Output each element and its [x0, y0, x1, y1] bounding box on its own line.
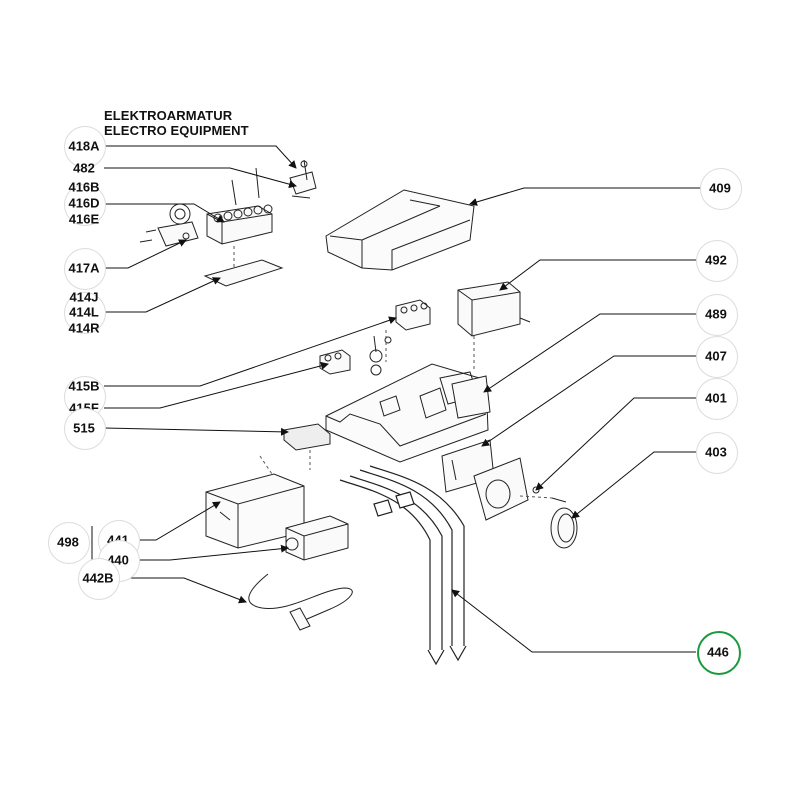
part-number-414L: 414L [69, 304, 99, 320]
leader-440 [140, 544, 289, 561]
leader-414 [104, 277, 221, 313]
part-number-403: 403 [705, 444, 727, 460]
part-number-409: 409 [709, 180, 731, 196]
part-number-498: 498 [57, 534, 79, 550]
leader-416D [104, 203, 225, 223]
leader-417A [104, 239, 187, 269]
leader-403 [571, 451, 696, 519]
leader-415B [104, 316, 397, 387]
knob-drawing [550, 507, 578, 549]
leader-442B [120, 577, 247, 604]
part-number-417A: 417A [68, 260, 100, 276]
pipe-pair-drawing [339, 465, 467, 666]
callout-418A[interactable] [64, 126, 106, 168]
callout-407[interactable] [696, 336, 738, 378]
part-number-407: 407 [705, 348, 727, 364]
callout-489[interactable] [696, 294, 738, 336]
part-number-446: 446 [707, 644, 729, 660]
part-number-401: 401 [705, 390, 727, 406]
cable-clamp-drawing [139, 203, 199, 247]
leader-418A [104, 145, 297, 169]
knob-housing-drawing [473, 457, 567, 521]
part-number-414R: 414R [68, 320, 100, 336]
enclosure-box-drawing [205, 473, 305, 549]
callout-492[interactable] [696, 240, 738, 282]
cover-drawing [325, 189, 475, 271]
part-number-418A: 418A [68, 138, 100, 154]
chassis-plate-drawing [325, 335, 489, 463]
leader-415F [104, 361, 329, 409]
leader-409 [469, 187, 702, 206]
callout-446-highlighted[interactable] [697, 631, 741, 675]
leader-lines [103, 145, 702, 653]
leader-407 [481, 355, 696, 447]
part-number-442B: 442B [82, 570, 114, 586]
part-number-416D: 416D [68, 195, 100, 211]
part-number-515: 515 [73, 420, 95, 436]
small-bracket-drawing [289, 159, 317, 199]
side-bracket-drawing [451, 375, 491, 419]
part-number-416B: 416B [68, 179, 100, 195]
part-number-482: 482 [73, 160, 95, 176]
sensor-cable-drawing [248, 573, 353, 631]
leader-482 [104, 167, 297, 189]
part-number-414J: 414J [69, 289, 99, 305]
callout-416-group[interactable] [64, 184, 106, 226]
diagram-title-english: ELECTRO EQUIPMENT [104, 123, 249, 138]
leader-441 [140, 501, 221, 541]
terminal-block-drawing [206, 167, 273, 245]
callout-403[interactable] [696, 432, 738, 474]
relay-box-drawing [457, 281, 531, 337]
part-number-492: 492 [705, 252, 727, 268]
callout-401[interactable] [696, 378, 738, 420]
parts-drawing [139, 159, 578, 666]
mounting-plate-drawing [203, 259, 284, 287]
callout-515[interactable] [64, 408, 106, 450]
callout-409[interactable] [700, 168, 742, 210]
leader-446 [451, 589, 696, 653]
diagram-title-german: ELEKTROARMATUR [104, 108, 233, 123]
leader-492 [499, 259, 696, 291]
callout-442B[interactable] [78, 558, 120, 600]
part-number-415B: 415B [68, 378, 100, 394]
leader-401 [535, 397, 696, 491]
leader-515 [103, 427, 289, 436]
fuse-holder-drawing [283, 423, 331, 451]
leader-489 [483, 313, 696, 393]
part-number-489: 489 [705, 306, 727, 322]
part-number-416E: 416E [68, 211, 100, 227]
callout-417A[interactable] [64, 248, 106, 290]
callout-414-group[interactable] [64, 292, 106, 334]
callout-498[interactable] [48, 522, 90, 564]
connector-block-drawing [319, 299, 431, 375]
